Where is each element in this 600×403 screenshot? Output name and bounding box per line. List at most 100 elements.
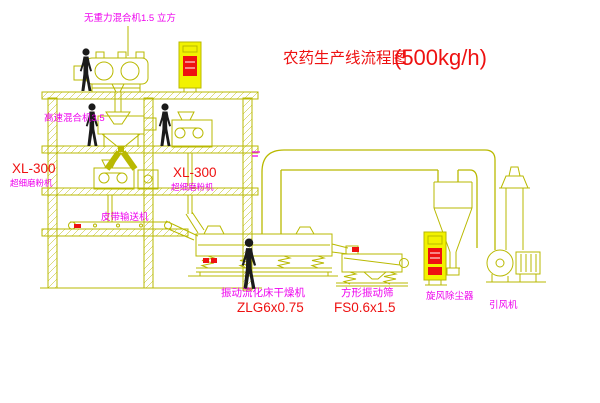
motor-ribs [520, 254, 537, 272]
fan-volute [486, 249, 514, 277]
dryer-base [188, 267, 338, 277]
cabinet-display [428, 248, 442, 264]
mill-pulley [116, 172, 128, 184]
riser-duct [261, 170, 282, 234]
cyclone-inlet-branch [437, 170, 459, 182]
mixer-legs [91, 84, 141, 92]
belt-roller [116, 223, 120, 228]
label-dryer-name: 振动流化床干燥机 [221, 286, 305, 299]
hs-mixer-cone [100, 133, 142, 148]
mixer-drum [94, 61, 114, 81]
mill-pulley [174, 127, 186, 139]
mill-left-downpipe [107, 195, 113, 222]
cyclone-collector [433, 181, 473, 276]
hs-mixer-legs [103, 134, 139, 147]
floor-slab-4 [41, 228, 189, 237]
dryer-vent-dome [295, 226, 315, 235]
screen-base [336, 282, 408, 287]
aux-unit [137, 169, 159, 190]
y-duct-right [120, 150, 138, 171]
floor-slab-1 [41, 91, 259, 100]
display-lines [430, 252, 440, 259]
display-lines [185, 61, 195, 69]
label-mill-left-model: XL-300 [12, 161, 56, 176]
control-cabinet-2 [423, 231, 447, 286]
mill-left-group [93, 147, 159, 222]
label-dryer-model: ZLG6x0.75 [237, 300, 304, 315]
dryer-body [195, 233, 333, 257]
label-fan: 引风机 [489, 299, 518, 311]
title-capacity: (500kg/h) [394, 45, 487, 70]
hs-mixer-motor [143, 117, 157, 131]
red-marker [203, 258, 209, 263]
mixer-port [95, 51, 105, 59]
hs-mixer-body [97, 115, 145, 135]
label-top-mixer: 无重力混合机1.5 立方 [84, 12, 176, 24]
label-screen-model: FS0.6x1.5 [334, 300, 396, 315]
mill-pulley [192, 127, 204, 139]
horizontal-duct-bottom [281, 169, 478, 248]
aux-pulley [143, 174, 153, 184]
dryer-spring [311, 255, 325, 269]
cabinet-vent [427, 235, 443, 245]
belt-conveyor [68, 220, 199, 241]
fan-base [486, 274, 546, 283]
mixer-port [135, 51, 145, 59]
cabinet-display-lower [428, 267, 442, 275]
fan-hub [495, 258, 505, 268]
screen-deck [343, 257, 401, 266]
worker-figure [85, 103, 98, 146]
feed-chute [185, 195, 205, 234]
mixer-downpipe [114, 92, 122, 112]
diagram-title: 农药生产线流程图 (500kg/h) [283, 45, 487, 70]
stack-and-fan [486, 166, 546, 283]
feed-hopper [105, 111, 131, 125]
cabinet-vent [182, 45, 198, 53]
mill-pulley [98, 172, 110, 184]
label-screen-name: 方形振动筛 [341, 286, 394, 299]
exhaust-stack [499, 187, 530, 250]
screen-motor [399, 258, 409, 268]
cyclone-dipleg [446, 252, 460, 269]
dryer-spring [277, 255, 291, 269]
belt-roller [139, 223, 143, 228]
label-belt-conveyor: 皮带输送机 [101, 211, 149, 223]
screen-spring [343, 271, 357, 285]
cabinet-display [183, 56, 197, 76]
label-cyclone: 旋风除尘器 [426, 290, 474, 302]
screen-body [341, 253, 403, 273]
mixer-drum [120, 61, 140, 81]
floor-slab-3 [41, 187, 259, 196]
stack-rain-cap [500, 166, 529, 189]
rotary-valve [446, 267, 460, 276]
mill-right [171, 111, 213, 234]
mill-body [171, 119, 213, 148]
duct-marker [252, 151, 260, 157]
cyclone-cone [433, 207, 473, 253]
incline-chute [165, 220, 199, 241]
belt-lines [70, 221, 170, 230]
mill-downpipe [187, 153, 193, 186]
worker-figure [79, 48, 92, 91]
red-marker [211, 258, 217, 263]
cyclone-barrel [433, 181, 473, 209]
red-marker [74, 224, 81, 228]
exhaust-ductwork [252, 149, 496, 250]
mixer-port [117, 51, 127, 59]
top-mixer [73, 26, 149, 125]
mill-left-body [93, 167, 135, 190]
dryer-inlet-dome [203, 225, 225, 235]
cabinet-legs [425, 280, 447, 286]
worker-figure [158, 103, 171, 146]
label-high-speed-mixer: 高速混合机3.5 [44, 112, 105, 124]
label-mill-right-model: XL-300 [173, 165, 217, 180]
mixer-discharge-cone [111, 83, 125, 93]
floor-slab-2 [41, 145, 259, 154]
title-main: 农药生产线流程图 [283, 49, 407, 67]
label-mill-left-name: 超细磨粉机 [10, 178, 53, 188]
diagram-labels: 无重力混合机1.5 立方 高速混合机3.5 XL-300 超细磨粉机 XL-30… [10, 12, 518, 315]
belt-roller [93, 223, 97, 228]
screen-discharge [362, 271, 388, 280]
red-marker [352, 247, 359, 252]
